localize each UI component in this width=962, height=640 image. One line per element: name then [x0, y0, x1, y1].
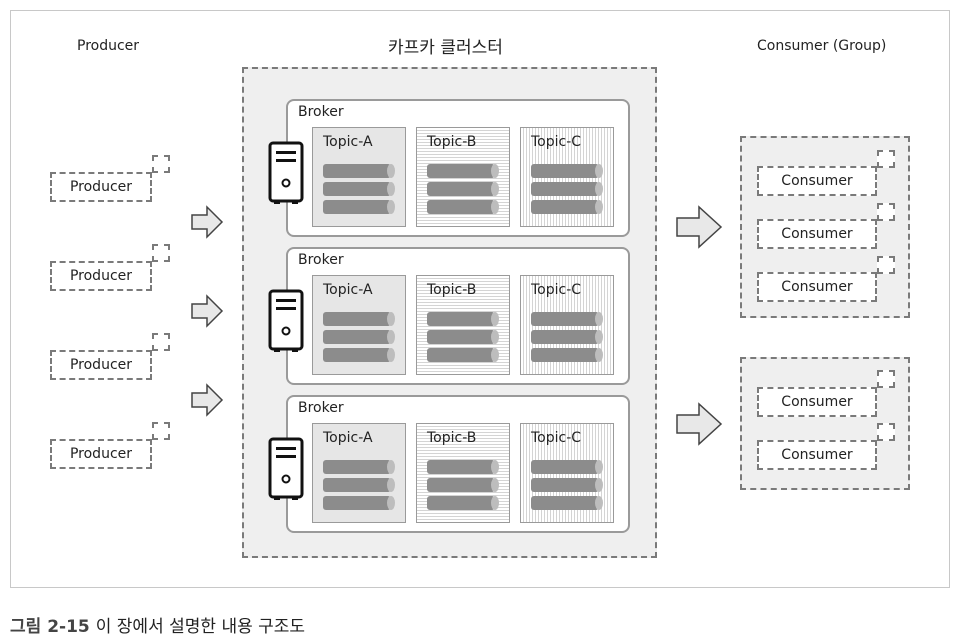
partition-cylinder	[427, 496, 499, 510]
producer-box: Producer	[50, 261, 152, 291]
partition-cylinder	[427, 182, 499, 196]
producer-box: Producer	[50, 439, 152, 469]
partition-cylinder	[531, 312, 603, 326]
topic-label: Topic-A	[323, 430, 373, 446]
partition-cylinder	[427, 164, 499, 178]
topic-a-box: Topic-A	[312, 275, 406, 375]
producer-label: Producer	[69, 446, 133, 462]
consumer-label: Consumer	[781, 279, 853, 295]
partition-cylinder	[323, 164, 395, 178]
topic-label: Topic-C	[531, 134, 582, 150]
cluster-title: 카프카 클러스터	[388, 38, 503, 58]
topic-label: Topic-B	[427, 134, 477, 150]
figure-caption-text: 이 장에서 설명한 내용 구조도	[95, 617, 306, 637]
topic-c-box: Topic-C	[520, 127, 614, 227]
topic-c-box: Topic-C	[520, 275, 614, 375]
topic-label: Topic-B	[427, 430, 477, 446]
consumer-label: Consumer	[781, 226, 853, 242]
topic-label: Topic-B	[427, 282, 477, 298]
consumer-box: Consumer	[757, 272, 877, 302]
topic-b-box: Topic-B	[416, 275, 510, 375]
broker-label: Broker	[298, 104, 344, 120]
producer-box: Producer	[50, 172, 152, 202]
partition-cylinder	[323, 460, 395, 474]
consumer-tab	[877, 423, 895, 441]
topic-label: Topic-A	[323, 134, 373, 150]
partition-cylinder	[323, 182, 395, 196]
partition-cylinder	[531, 348, 603, 362]
partition-cylinder	[323, 478, 395, 492]
consumer-box: Consumer	[757, 219, 877, 249]
consumer-tab	[877, 256, 895, 274]
broker-label: Broker	[298, 400, 344, 416]
consumer-tab	[877, 370, 895, 388]
partition-cylinder	[531, 164, 603, 178]
producer-label: Producer	[69, 179, 133, 195]
partition-cylinder	[427, 330, 499, 344]
topic-label: Topic-C	[531, 282, 582, 298]
partition-cylinder	[323, 348, 395, 362]
partition-cylinder	[427, 460, 499, 474]
consumer-label: Consumer	[781, 173, 853, 189]
partition-cylinder	[323, 330, 395, 344]
partition-cylinder	[427, 312, 499, 326]
topic-b-box: Topic-B	[416, 423, 510, 523]
partition-cylinder	[427, 200, 499, 214]
partition-cylinder	[323, 496, 395, 510]
partition-cylinder	[323, 200, 395, 214]
producer-column-title: Producer	[77, 38, 140, 54]
partition-cylinder	[427, 478, 499, 492]
arrow-right-icon	[676, 402, 723, 446]
consumer-tab	[877, 150, 895, 168]
arrow-right-icon	[191, 383, 224, 417]
consumer-tab	[877, 203, 895, 221]
topic-a-box: Topic-A	[312, 423, 406, 523]
topic-a-box: Topic-A	[312, 127, 406, 227]
producer-label: Producer	[69, 357, 133, 373]
server-icon	[268, 289, 304, 352]
topic-label: Topic-C	[531, 430, 582, 446]
consumer-box: Consumer	[757, 387, 877, 417]
broker-label: Broker	[298, 252, 344, 268]
server-icon	[268, 437, 304, 500]
server-icon	[268, 141, 304, 204]
broker-2: Broker Topic-A Topic-B Topic-C	[268, 247, 630, 385]
arrow-right-icon	[676, 205, 723, 249]
broker-3: Broker Topic-A Topic-B Topic-C	[268, 395, 630, 533]
consumer-label: Consumer	[781, 447, 853, 463]
consumer-label: Consumer	[781, 394, 853, 410]
topic-label: Topic-A	[323, 282, 373, 298]
producer-tab	[152, 155, 170, 173]
partition-cylinder	[531, 496, 603, 510]
partition-cylinder	[531, 182, 603, 196]
arrow-right-icon	[191, 205, 224, 239]
partition-cylinder	[531, 330, 603, 344]
producer-tab	[152, 333, 170, 351]
partition-cylinder	[323, 312, 395, 326]
topic-c-box: Topic-C	[520, 423, 614, 523]
partition-cylinder	[531, 460, 603, 474]
producer-tab	[152, 244, 170, 262]
arrow-right-icon	[191, 294, 224, 328]
figure-number: 그림 2-15	[10, 617, 90, 637]
partition-cylinder	[531, 478, 603, 492]
consumer-box: Consumer	[757, 440, 877, 470]
producer-label: Producer	[69, 268, 133, 284]
partition-cylinder	[531, 200, 603, 214]
partition-cylinder	[427, 348, 499, 362]
consumer-group-column-title: Consumer (Group)	[757, 38, 887, 54]
topic-b-box: Topic-B	[416, 127, 510, 227]
producer-box: Producer	[50, 350, 152, 380]
producer-tab	[152, 422, 170, 440]
broker-1: Broker Topic-A Topic-B Topic-C	[268, 99, 630, 237]
consumer-box: Consumer	[757, 166, 877, 196]
